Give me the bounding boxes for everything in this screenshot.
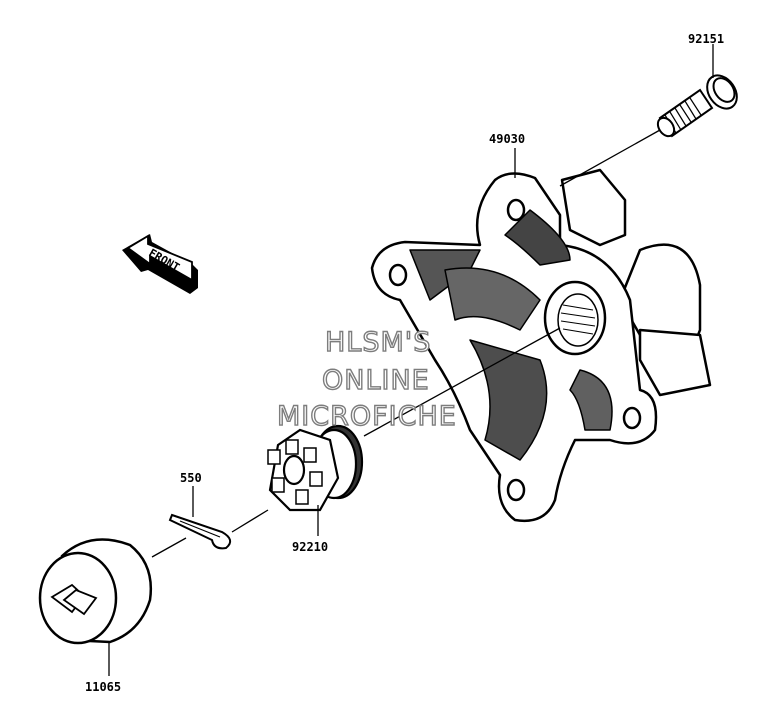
watermark-line-2: ONLINE [322, 365, 430, 396]
front-direction-arrow: FRONT [122, 234, 198, 294]
cap-11065[interactable] [38, 538, 152, 645]
castle-nut-92210[interactable] [267, 424, 364, 512]
cotter-pin-550[interactable] [168, 513, 232, 550]
watermark-line-3: MICROFICHE [277, 401, 457, 432]
assembly-axis-lines [151, 129, 661, 558]
part-number-92210[interactable]: 92210 [292, 540, 328, 554]
part-number-92151[interactable]: 92151 [688, 32, 724, 46]
part-number-11065[interactable]: 11065 [85, 680, 121, 694]
hub-bolt-92151[interactable] [655, 70, 743, 139]
kawasaki-logo-icon [50, 583, 98, 616]
part-number-550[interactable]: 550 [180, 471, 202, 485]
part-number-49030[interactable]: 49030 [489, 132, 525, 146]
watermark: HLSM'S ONLINE MICROFICHE [276, 326, 457, 432]
leader-lines [108, 44, 714, 676]
hub-49030[interactable] [370, 168, 712, 523]
watermark-line-1: HLSM'S [325, 327, 431, 358]
